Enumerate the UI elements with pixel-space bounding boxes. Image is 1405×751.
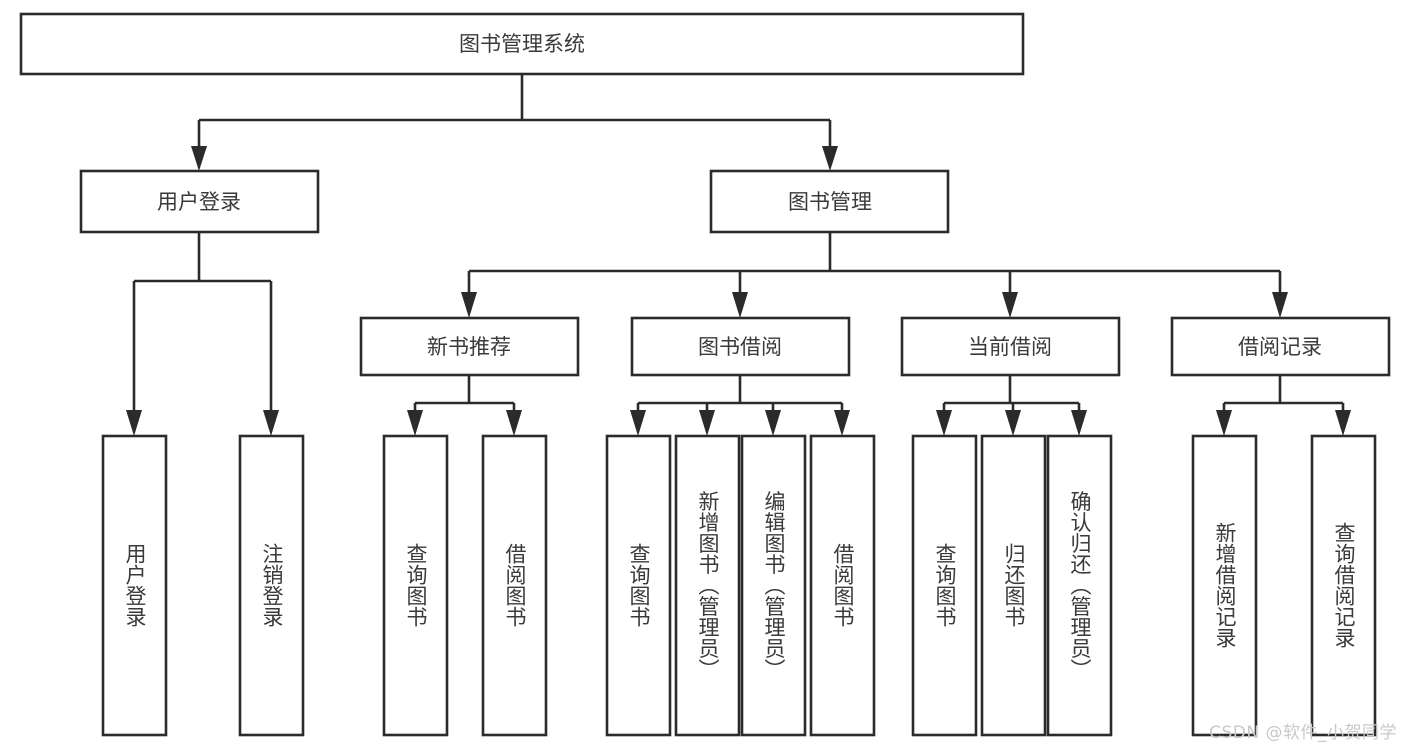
arrow-book-mgmt-child-3 [1002,292,1018,318]
csdn-watermark: CSDN @软件_小贺同学 [1209,723,1397,743]
leaf-new-book-0[interactable]: 查询图书 [382,434,449,737]
leaf-current-borrow-1[interactable]: 归还图书 [980,434,1047,737]
leaf-book-borrow-0-label: 查询图书 [627,543,651,627]
node-new-book-recommend-label: 新书推荐 [427,335,511,359]
node-book-management-label: 图书管理 [788,190,872,214]
node-book-borrow-box [630,316,851,377]
node-book-borrow-label: 图书借阅 [698,335,782,359]
leaf-new-book-1-label: 借阅图书 [503,543,527,627]
leaf-book-borrow-3-label: 借阅图书 [831,543,855,627]
leaf-new-book-1[interactable]: 借阅图书 [481,434,548,737]
node-new-book-recommend[interactable]: 新书推荐 [359,316,580,377]
leaf-user-login-1-box [238,434,305,737]
node-user-login-box [79,169,320,234]
arrow-borrow-record-child-2 [1335,410,1351,436]
leaf-user-login-0-box [101,434,168,737]
leaf-book-borrow-1-box [674,434,741,737]
leaf-current-borrow-1-label: 归还图书 [1002,543,1026,627]
arrow-book-borrow-child-1 [630,410,646,436]
node-new-book-recommend-box [359,316,580,377]
arrow-new-book-child-1 [407,410,423,436]
arrow-book-mgmt-child-2 [732,292,748,318]
node-root-box [19,12,1025,76]
leaf-book-borrow-3-box [809,434,876,737]
arrow-root-to-user-login [191,146,207,171]
leaf-user-login-1[interactable]: 注销登录 [238,434,305,737]
leaf-book-borrow-1[interactable]: 新增图书（管理员） [674,434,741,737]
node-borrow-record-box [1170,316,1391,377]
leaf-book-borrow-2-box [740,434,807,737]
leaf-book-borrow-0-box [605,434,672,737]
node-book-borrow[interactable]: 图书借阅 [630,316,851,377]
arrow-book-borrow-child-3 [765,410,781,436]
leaf-borrow-record-1-label: 查询借阅记录 [1332,522,1356,648]
leaf-user-login-1-label: 注销登录 [260,543,284,627]
arrow-borrow-record-child-1 [1216,410,1232,436]
node-current-borrow-label: 当前借阅 [968,335,1052,359]
leaf-user-login-0-label: 用户登录 [123,543,147,627]
arrow-book-borrow-child-2 [699,410,715,436]
leaf-borrow-record-1[interactable]: 查询借阅记录 [1310,434,1377,737]
node-user-login[interactable]: 用户登录 [79,169,320,234]
connector-layer [126,74,1351,436]
node-current-borrow-box [900,316,1121,377]
node-root-book-management-system[interactable]: 图书管理系统 [19,12,1025,76]
leaf-book-borrow-3[interactable]: 借阅图书 [809,434,876,737]
arrow-root-to-book-mgmt [822,146,838,171]
arrow-book-mgmt-child-1 [461,292,477,318]
node-book-management[interactable]: 图书管理 [709,169,950,234]
node-borrow-record[interactable]: 借阅记录 [1170,316,1391,377]
leaf-current-borrow-0-box [911,434,978,737]
arrow-user-login-child-1 [126,410,142,436]
node-borrow-record-label: 借阅记录 [1238,335,1322,359]
leaf-current-borrow-0-label: 查询图书 [933,543,957,627]
leaf-new-book-0-label: 查询图书 [404,543,428,627]
node-user-login-label: 用户登录 [157,190,241,214]
leaf-borrow-record-0-box [1191,434,1258,737]
arrow-book-borrow-child-4 [834,410,850,436]
leaf-user-login-0[interactable]: 用户登录 [101,434,168,737]
node-root-label: 图书管理系统 [459,32,585,56]
leaf-current-borrow-0[interactable]: 查询图书 [911,434,978,737]
leaf-current-borrow-2[interactable]: 确认归还（管理员） [1046,434,1113,737]
leaf-book-borrow-1-label: 新增图书（管理员） [696,491,720,680]
arrow-current-borrow-child-2 [1005,410,1021,436]
leaf-new-book-1-box [481,434,548,737]
leaf-borrow-record-0[interactable]: 新增借阅记录 [1191,434,1258,737]
node-current-borrow[interactable]: 当前借阅 [900,316,1121,377]
leaf-borrow-record-0-label: 新增借阅记录 [1213,522,1237,648]
arrow-user-login-child-2 [263,410,279,436]
arrow-current-borrow-child-1 [936,410,952,436]
node-book-management-box [709,169,950,234]
leaf-current-borrow-1-box [980,434,1047,737]
arrow-new-book-child-2 [506,410,522,436]
arrow-book-mgmt-child-4 [1272,292,1288,318]
leaf-borrow-record-1-box [1310,434,1377,737]
leaf-book-borrow-2-label: 编辑图书（管理员） [762,491,786,680]
leaf-current-borrow-2-box [1046,434,1113,737]
leaf-current-borrow-2-label: 确认归还（管理员） [1068,491,1092,680]
leaf-new-book-0-box [382,434,449,737]
leaf-book-borrow-0[interactable]: 查询图书 [605,434,672,737]
leaf-book-borrow-2[interactable]: 编辑图书（管理员） [740,434,807,737]
arrow-current-borrow-child-3 [1071,410,1087,436]
